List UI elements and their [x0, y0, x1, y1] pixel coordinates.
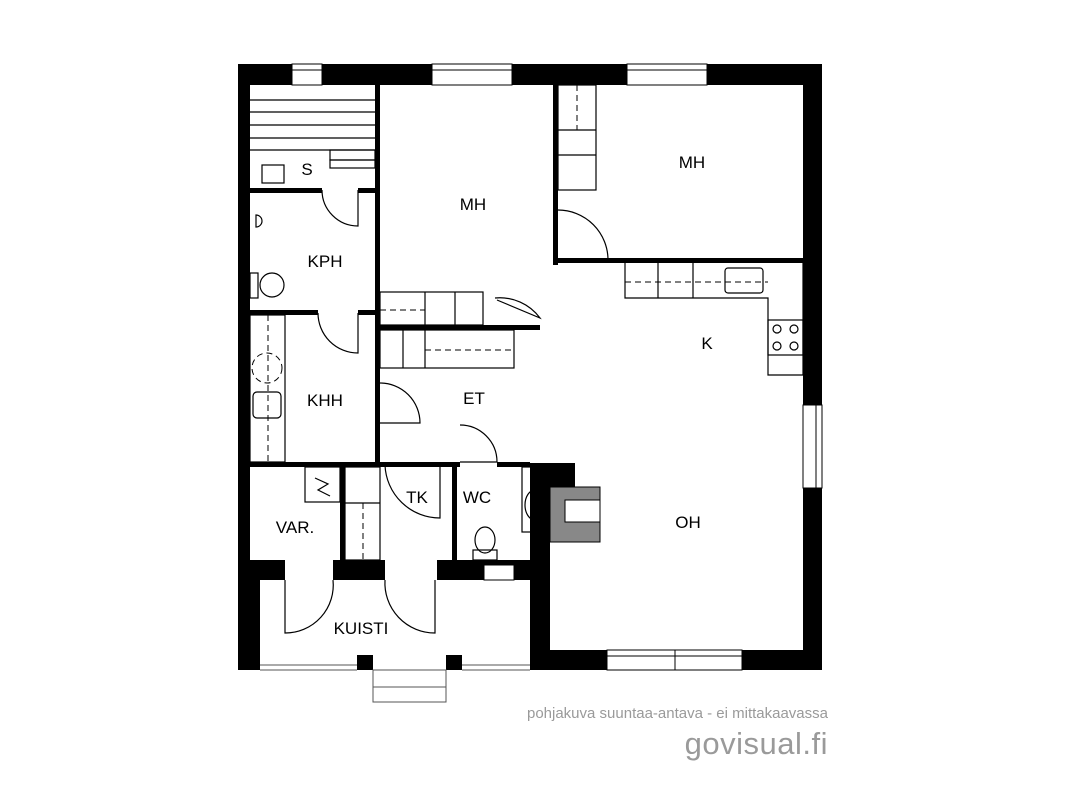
room-label-closet: TK	[406, 488, 428, 507]
room-label-porch: KUISTI	[334, 619, 389, 638]
room-label-sauna: S	[301, 160, 312, 179]
room-label-bedroom-2: MH	[679, 153, 705, 172]
fireplace	[549, 486, 601, 543]
room-label-kitchen: K	[701, 334, 713, 353]
interior-walls	[250, 85, 803, 562]
electrical-panel-icon	[304, 466, 341, 503]
sauna-benches	[250, 99, 376, 184]
room-label-toilet: WC	[463, 488, 491, 507]
disclaimer-text: pohjakuva suuntaa-antava - ei mittakaava…	[526, 705, 828, 722]
sauna-stove-icon	[261, 164, 285, 184]
room-label-bathroom: KPH	[308, 252, 343, 271]
room-label-utility: KHH	[307, 391, 343, 410]
room-label-hall: ET	[463, 389, 485, 408]
utility-sink-icon	[252, 391, 282, 419]
washing-machine-icon	[251, 352, 283, 384]
room-label-storage: VAR.	[276, 518, 314, 537]
kitchen-sink-icon	[724, 267, 764, 294]
room-label-living-room: OH	[675, 513, 701, 532]
steps	[372, 669, 447, 703]
doors	[284, 189, 609, 634]
closets	[249, 84, 597, 561]
windows	[260, 63, 823, 671]
room-labels: S MH MH KPH K KHH ET TK WC VAR. OH KUIST…	[276, 153, 714, 638]
stove-icon	[767, 319, 804, 356]
bathroom-fixtures	[249, 214, 546, 561]
room-label-bedroom-1: MH	[460, 195, 486, 214]
shower-icon	[255, 214, 263, 228]
exterior-walls	[238, 64, 822, 670]
brand-logo-text: govisual.fi	[684, 726, 828, 761]
kitchen-counter	[624, 263, 804, 376]
toilet-icon	[259, 272, 285, 298]
wc-toilet-icon	[474, 526, 496, 554]
